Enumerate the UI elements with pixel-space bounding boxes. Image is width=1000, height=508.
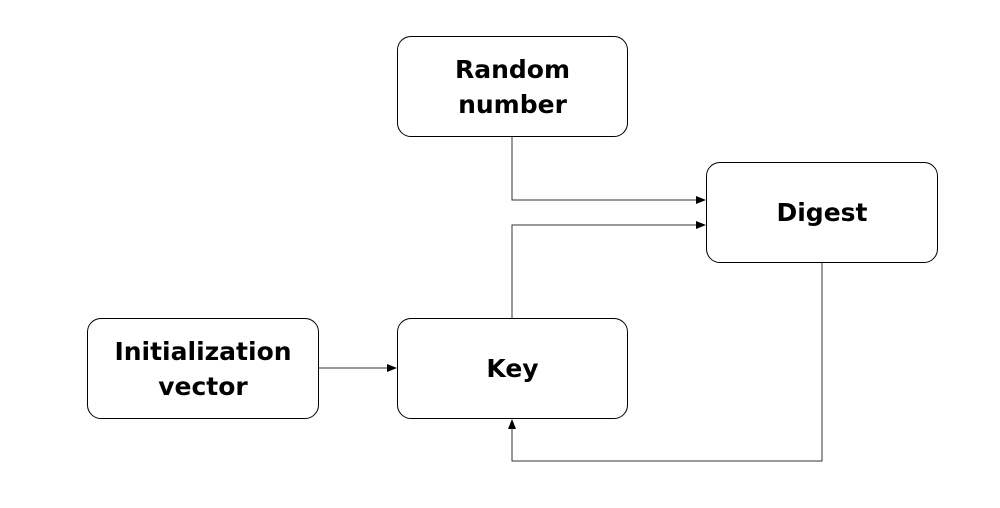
digest-label: Digest [776,198,868,227]
edge-digest-to-key [508,263,823,462]
random-number-node: Random number [397,36,628,137]
edge-random-to-digest [511,137,706,204]
digest-node: Digest [706,162,938,263]
initialization-vector-label: Initialization vector [114,336,292,401]
random-number-label: Random number [454,54,571,119]
key-label: Key [486,354,539,383]
initialization-vector-node: Initialization vector [87,318,319,419]
key-node: Key [397,318,628,419]
edge-key-to-digest [511,221,706,318]
